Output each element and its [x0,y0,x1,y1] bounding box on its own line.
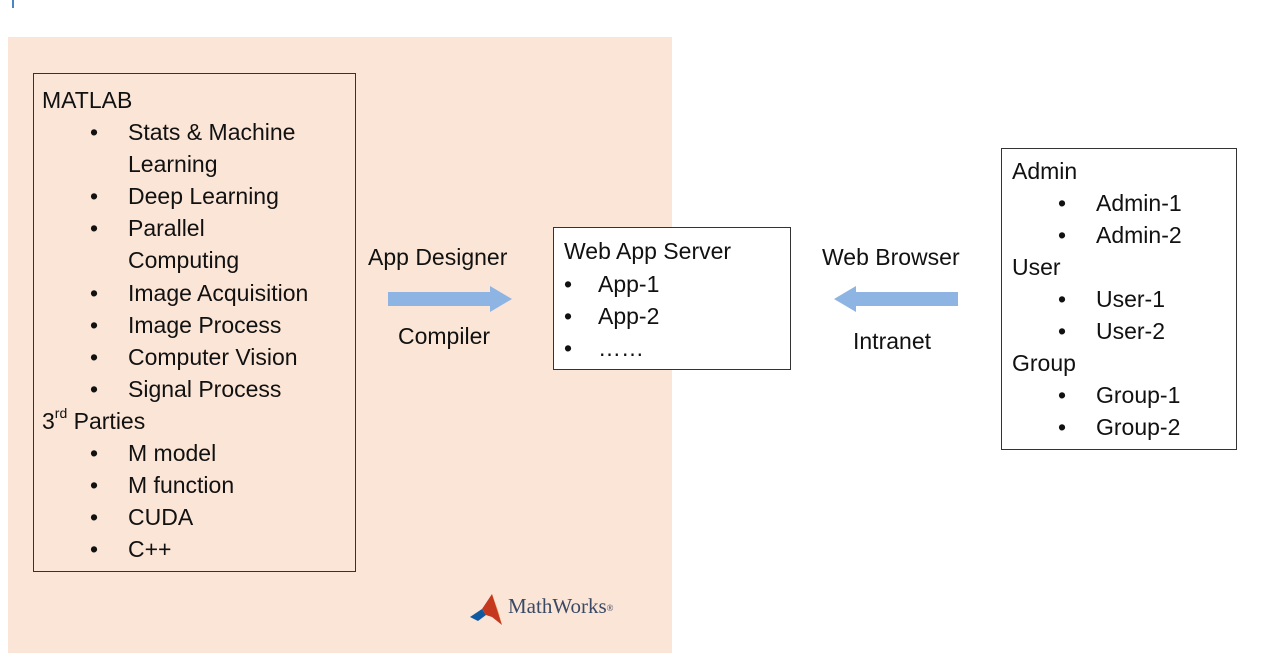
bullet: • [564,271,573,297]
mathworks-membrane-icon [470,594,502,625]
bullet: • [1058,414,1067,440]
matlab-item: Stats & Machine [128,119,296,145]
bullet: • [564,335,573,361]
matlab-title: MATLAB [42,87,133,113]
bullet: • [90,440,99,466]
third-item: M model [128,440,217,466]
matlab-item: Deep Learning [128,183,279,209]
left-arrow-icon [834,286,958,312]
bullet: • [1058,286,1067,312]
right-arrow-icon [388,286,512,312]
server-title: Web App Server [564,238,732,264]
bullet: • [90,119,99,145]
server-item: App-2 [598,303,660,329]
third-prefix: 3 [42,408,55,434]
third-item: M function [128,472,235,498]
logo-text: MathWorks [508,594,607,618]
bullet: • [90,472,99,498]
bullet: • [90,536,99,562]
bullet: • [90,344,99,370]
matlab-item: Computer Vision [128,344,298,370]
compiler-label: Compiler [398,323,491,349]
third-sup: rd [54,405,68,422]
third-suffix: Parties [67,408,146,434]
matlab-item: Image Process [128,312,282,338]
bullet: • [1058,382,1067,408]
matlab-item: Computing [128,247,240,273]
group-item: Group-2 [1096,414,1181,440]
intranet-label: Intranet [853,328,931,354]
matlab-item: Signal Process [128,376,282,402]
bullet: • [1058,190,1067,216]
users-box [1001,148,1237,450]
server-item: App-1 [598,271,660,297]
matlab-item: Image Acquisition [128,280,309,306]
corner-mark [12,0,14,8]
bullet: • [564,303,573,329]
user-title: User [1012,254,1061,280]
bullet: • [90,376,99,402]
bullet: • [90,215,99,241]
user-item: User-1 [1096,286,1166,312]
server-item: …… [598,335,644,361]
bullet: • [90,280,99,306]
matlab-toolbox-box [33,73,356,572]
user-item: User-2 [1096,318,1166,344]
bullet: • [1058,318,1067,344]
matlab-item: Parallel [128,215,205,241]
web-app-server-box [553,227,791,370]
bullet: • [1058,222,1067,248]
logo-reg: ® [606,603,614,614]
app-designer-label: App Designer [368,244,508,270]
group-item: Group-1 [1096,382,1181,408]
group-title: Group [1012,350,1076,376]
admin-item: Admin-1 [1096,190,1182,216]
bullet: • [90,504,99,530]
bullet: • [90,312,99,338]
admin-item: Admin-2 [1096,222,1182,248]
third-parties-title: 3rd Parties [42,405,145,437]
third-item: CUDA [128,504,194,530]
mathworks-logo-text: MathWorks® [508,594,613,619]
admin-title: Admin [1012,158,1078,184]
third-item: C++ [128,536,172,562]
matlab-item: Learning [128,151,218,177]
bullet: • [90,183,99,209]
web-browser-label: Web Browser [822,244,960,270]
